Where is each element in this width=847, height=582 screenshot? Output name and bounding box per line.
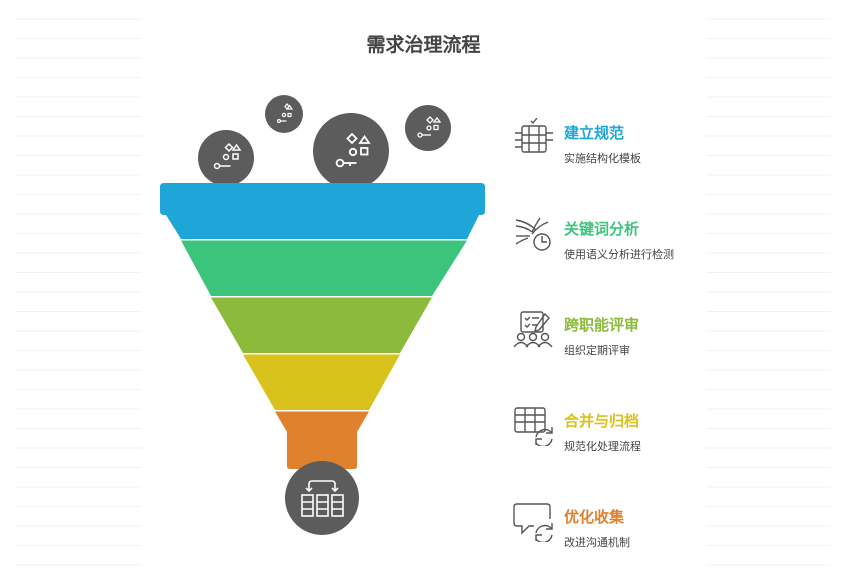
step-name: 建立规范 bbox=[564, 124, 625, 142]
team-review-icon bbox=[513, 311, 553, 348]
step-description: 使用语义分析进行检测 bbox=[564, 248, 674, 261]
keyword-analysis-icon bbox=[515, 217, 551, 251]
step-optimize-collection: 优化收集 改进沟通机制 bbox=[512, 502, 742, 582]
step-description: 组织定期评审 bbox=[564, 344, 630, 357]
output-circle bbox=[285, 461, 359, 535]
input-circle-right bbox=[405, 105, 451, 151]
funnel-band-3 bbox=[211, 297, 432, 353]
step-description: 规范化处理流程 bbox=[564, 440, 641, 453]
funnel-spout bbox=[275, 411, 369, 469]
merge-archive-icon bbox=[514, 407, 553, 446]
funnel-band-4 bbox=[243, 354, 400, 410]
background-lines-left bbox=[16, 0, 141, 569]
funnel-band-2 bbox=[181, 240, 467, 296]
step-keyword-analysis: 关键词分析 使用语义分析进行检测 bbox=[512, 214, 742, 294]
funnel-band-1-taper bbox=[166, 215, 479, 239]
input-circle-small bbox=[265, 95, 303, 133]
input-circle-left bbox=[198, 130, 254, 186]
step-description: 实施结构化模板 bbox=[564, 152, 641, 165]
optimize-collection-icon bbox=[513, 503, 553, 542]
step-description: 改进沟通机制 bbox=[564, 536, 630, 549]
step-merge-archive: 合并与归档 规范化处理流程 bbox=[512, 406, 742, 486]
step-establish-standards: 建立规范 实施结构化模板 bbox=[512, 118, 742, 198]
template-document-icon bbox=[515, 118, 553, 153]
funnel-diagram bbox=[160, 95, 485, 535]
step-cross-functional-review: 跨职能评审 组织定期评审 bbox=[512, 310, 742, 390]
diagram-title: 需求治理流程 bbox=[366, 34, 481, 56]
input-circle-large bbox=[313, 113, 389, 189]
step-name: 跨职能评审 bbox=[564, 316, 640, 334]
step-name: 合并与归档 bbox=[564, 412, 640, 430]
funnel-band-1 bbox=[160, 183, 485, 215]
step-name: 关键词分析 bbox=[564, 220, 640, 238]
step-name: 优化收集 bbox=[564, 508, 625, 526]
background-lines-right bbox=[706, 0, 831, 569]
